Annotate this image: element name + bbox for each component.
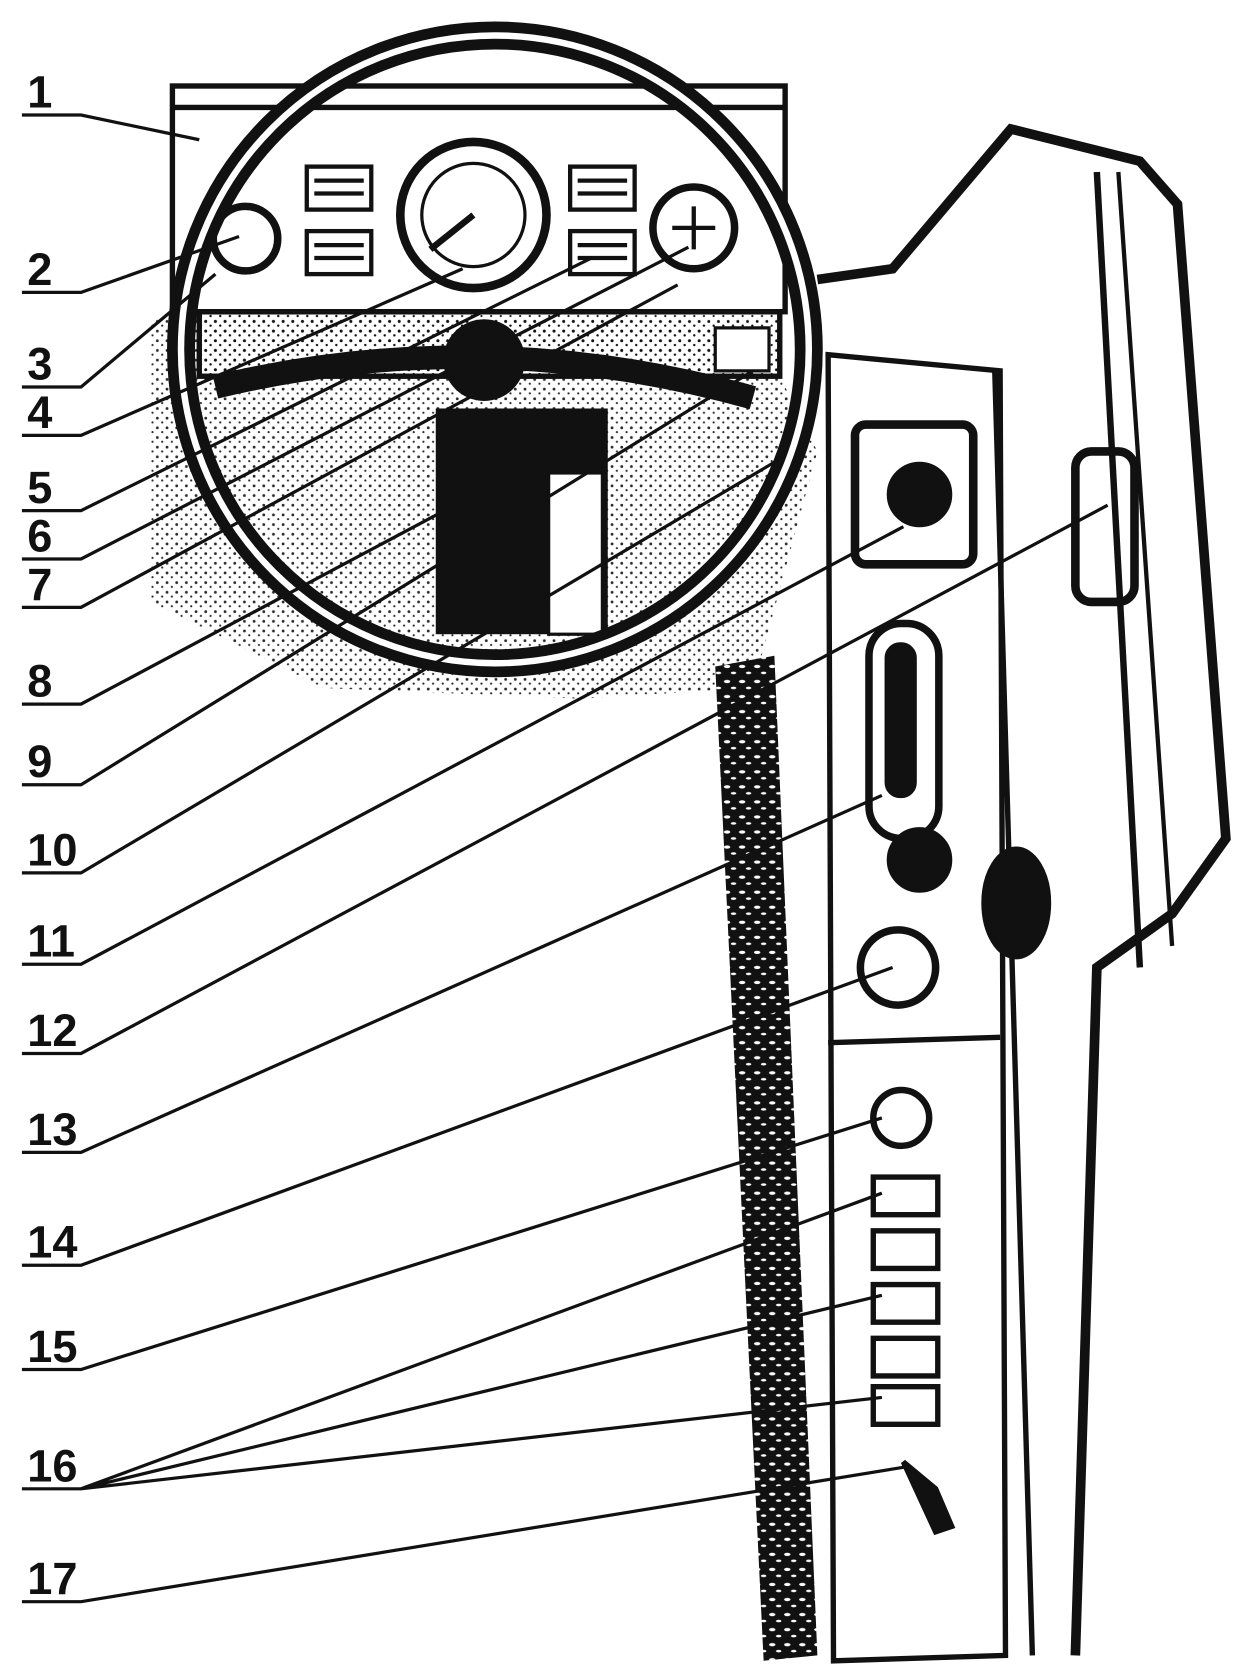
- steering-spoke: [212, 345, 757, 410]
- callout-7: 7: [27, 559, 52, 610]
- callout-6: 6: [27, 510, 52, 561]
- callout-11: 11: [27, 916, 75, 967]
- callout-9: 9: [27, 736, 52, 787]
- windshield-frame: [816, 123, 1231, 1656]
- small-knob: [870, 1086, 933, 1150]
- callout-5: 5: [27, 462, 52, 513]
- callout-8: 8: [27, 656, 52, 707]
- callout-12: 12: [27, 1005, 77, 1056]
- callout-1: 1: [27, 66, 52, 117]
- callout-13: 13: [27, 1104, 77, 1155]
- callout-4: 4: [27, 387, 52, 438]
- vent-grilles: [304, 164, 637, 277]
- side-control-panel: [825, 351, 1052, 1664]
- door-handle: [1071, 447, 1139, 607]
- callout-2: 2: [27, 244, 52, 295]
- leader-lines: [21, 113, 1109, 1604]
- lever-knob: [886, 827, 953, 893]
- callout-14: 14: [27, 1217, 77, 1268]
- column-trim: [715, 655, 818, 1661]
- callout-15: 15: [27, 1321, 77, 1372]
- callout-10: 10: [27, 824, 77, 875]
- callout-labels: 1 2 3 4 5 6 7 8 9 10 11 12 13 14 15 16 1…: [27, 66, 77, 1604]
- callout-17: 17: [27, 1553, 77, 1604]
- toggle-switch: [900, 1459, 956, 1536]
- callout-3: 3: [27, 338, 52, 389]
- switch-column: [870, 1174, 941, 1427]
- rotary-knob: [856, 926, 940, 1009]
- callout-16: 16: [27, 1440, 77, 1491]
